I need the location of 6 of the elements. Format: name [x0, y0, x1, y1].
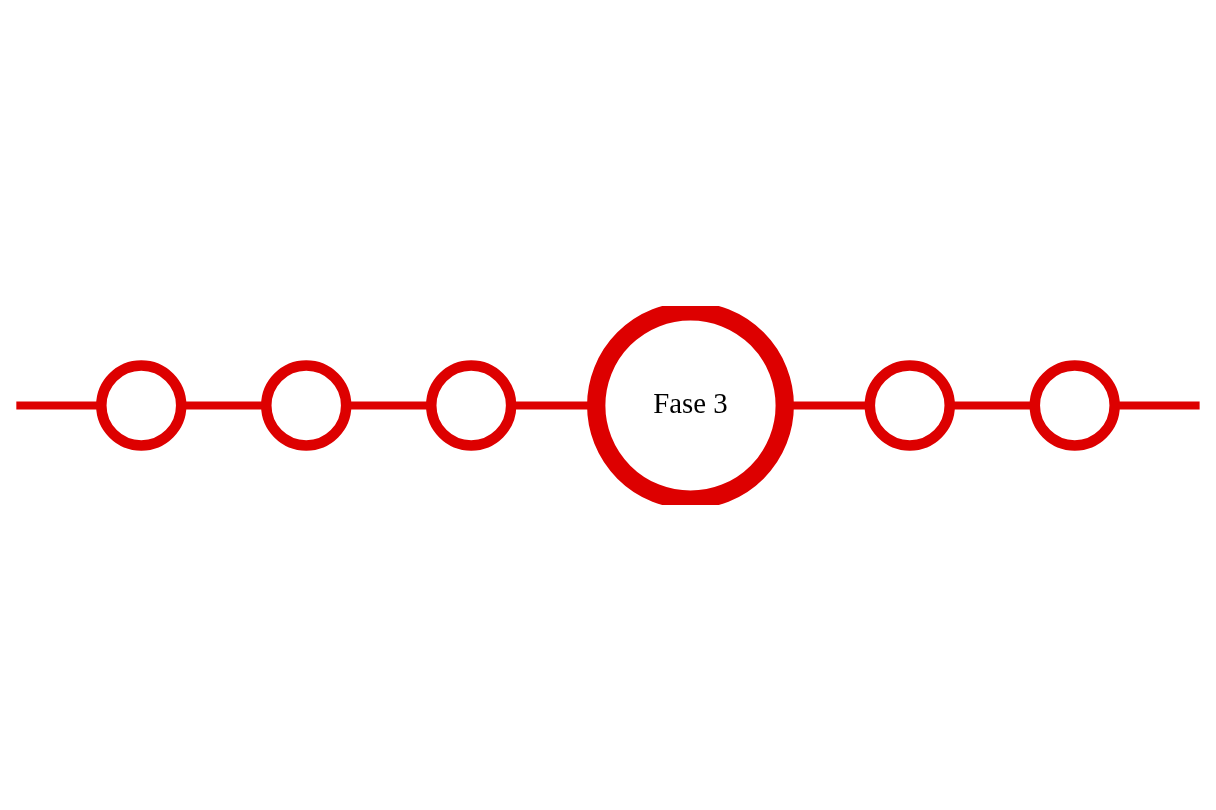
node-circle [426, 359, 517, 451]
node-circle [1029, 359, 1120, 451]
node-circle [864, 359, 955, 451]
node-circle [261, 359, 352, 451]
node-circle: Fase 3 [587, 305, 794, 505]
node-circle [96, 359, 187, 451]
